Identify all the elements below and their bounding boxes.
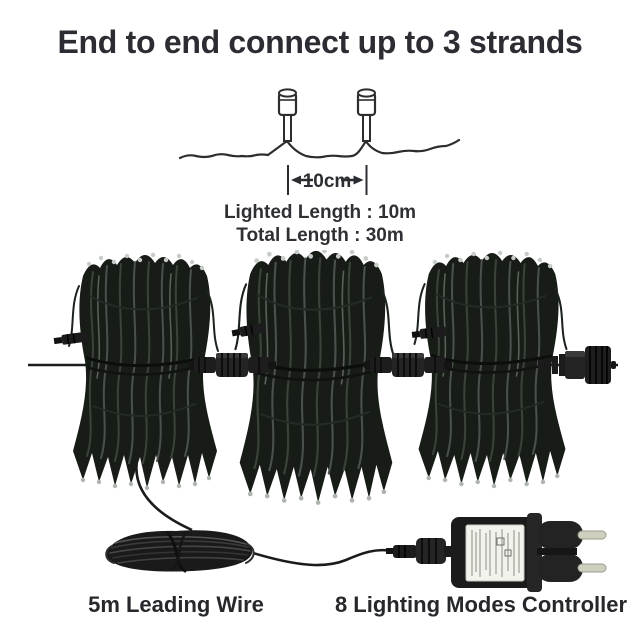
- measurement-label: 10cm: [303, 171, 352, 192]
- length-specs: Lighted Length : 10m Total Length : 30m: [0, 201, 640, 247]
- end-cap-connector: [538, 346, 616, 384]
- page-title: End to end connect up to 3 strands: [57, 24, 583, 60]
- diagram-wire: [178, 138, 461, 160]
- caption-leading-wire: 5m Leading Wire: [88, 592, 264, 617]
- caption-controller: 8 Lighting Modes Controller: [334, 592, 628, 617]
- bulb-icon: [277, 88, 298, 142]
- power-adapter: [386, 513, 607, 592]
- bulb-icon: [356, 88, 377, 142]
- plug-pin: [577, 530, 607, 540]
- connection-diagram: 10cm: [178, 88, 461, 195]
- plug-pin: [577, 563, 607, 573]
- spec-lighted-length: Lighted Length : 10m: [223, 202, 417, 223]
- spec-total-length: Total Length : 30m: [236, 225, 404, 246]
- adapter-label: [465, 524, 525, 582]
- leading-wire-coil: [105, 530, 255, 573]
- measurement-arrows: [287, 165, 368, 195]
- lead-wire-to-controller: [252, 548, 393, 567]
- lights-photo: [28, 250, 618, 592]
- light-bundle: [233, 250, 396, 507]
